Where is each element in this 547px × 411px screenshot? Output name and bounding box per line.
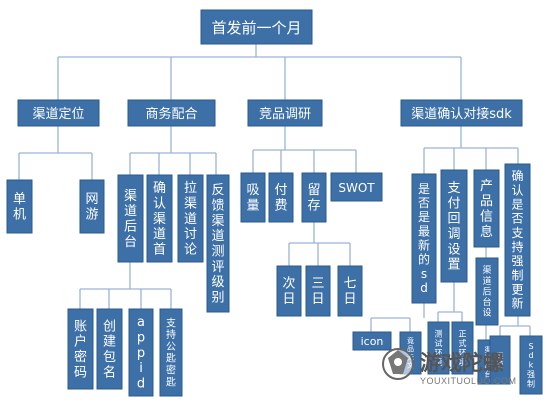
node-backend-settings: 渠道后台设	[475, 257, 499, 326]
node-create-package: 创建包名	[96, 308, 123, 390]
node-channel-position: 渠道定位	[17, 99, 100, 127]
watermark-name: 游戏陀螺	[420, 351, 504, 375]
node-discussion-group-label: 拉渠道讨论	[184, 181, 197, 257]
node-test-env-label: 测试环境	[435, 330, 443, 367]
node-prod-env: 正式环境	[451, 321, 474, 375]
node-payment-label: 付费	[274, 183, 287, 213]
node-standalone: 单机	[6, 179, 33, 234]
node-day-7: 七日	[337, 265, 363, 317]
node-standalone-label: 单机	[13, 192, 26, 222]
node-retention-label: 留存	[307, 183, 320, 213]
node-business-cooperation: 商务配合	[127, 99, 216, 127]
gyroscope-logo-icon	[382, 348, 414, 380]
node-day-3-label: 三日	[311, 277, 324, 307]
node-feedback-rating: 反馈渠道测评级别	[206, 174, 230, 313]
node-day-2-label: 次日	[282, 276, 295, 307]
node-confirm-launch: 确认渠道首	[146, 174, 173, 263]
node-channel-sdk-label: 渠道确认对接sdk	[411, 106, 512, 122]
node-confirm-launch-label: 确认渠道首	[153, 181, 166, 257]
node-sdk-small-3: 渠道	[489, 335, 511, 385]
node-payment-callback-label: 支付回调设置	[447, 181, 460, 273]
node-day-3: 三日	[305, 265, 331, 317]
node-payment-callback: 支付回调设置	[440, 169, 468, 283]
connector-lines	[18, 44, 531, 340]
node-payment: 付费	[268, 172, 294, 223]
node-test-env: 测试环境	[427, 321, 450, 375]
node-online-label: 网游	[85, 192, 98, 222]
node-product-info: 产品信息	[473, 169, 500, 248]
node-day-7-label: 七日	[343, 277, 356, 307]
node-account-password-label: 账户密码	[74, 319, 87, 380]
node-channel-backend-label: 渠道后台	[124, 189, 137, 250]
node-backend-settings-label: 渠道后台设	[482, 264, 491, 319]
node-public-key-label: 支持公匙密匙	[166, 317, 176, 388]
watermark: 游戏陀螺 YOUXITUOLUO.COM	[382, 348, 517, 386]
node-online: 网游	[79, 179, 105, 234]
node-account-password: 账户密码	[67, 308, 94, 390]
node-channel-sdk: 渠道确认对接sdk	[400, 99, 523, 127]
node-root-label: 首发前一个月	[211, 19, 301, 37]
node-channel-backend: 渠道后台	[117, 174, 144, 263]
node-sdk-small-3-label: 渠道	[497, 351, 504, 368]
node-competitor-research: 竞品调研	[247, 99, 323, 127]
node-downloads: 吸量	[240, 172, 266, 223]
node-retention: 留存	[301, 172, 327, 223]
node-business-cooperation-label: 商务配合	[145, 106, 197, 122]
node-root: 首发前一个月	[200, 9, 313, 45]
node-product-info-label: 产品信息	[480, 179, 493, 240]
node-competitor-research-label: 竞品调研	[259, 106, 311, 122]
node-public-key: 支持公匙密匙	[159, 308, 183, 397]
node-channel-position-label: 渠道定位	[32, 107, 84, 122]
node-force-update: 确认是否支持强制更新	[504, 163, 531, 317]
node-discussion-group: 拉渠道讨论	[177, 174, 204, 263]
node-day-2: 次日	[276, 265, 302, 317]
node-swot: SWOT	[330, 172, 383, 202]
node-icon-label: icon	[361, 335, 384, 348]
node-sdk-small-2-label: 渠道后台	[485, 345, 492, 379]
node-feedback-rating-label: 反馈渠道测评级别	[211, 183, 224, 305]
watermark-url: YOUXITUOLUO.COM	[420, 376, 517, 386]
node-prod-env-label: 正式环境	[459, 330, 467, 367]
node-swot-label: SWOT	[338, 181, 375, 195]
node-downloads-label: 吸量	[246, 183, 259, 213]
node-icon: icon	[352, 331, 392, 351]
node-create-package-label: 创建包名	[103, 319, 116, 380]
node-force-update-label: 确认是否支持强制更新	[511, 169, 523, 311]
